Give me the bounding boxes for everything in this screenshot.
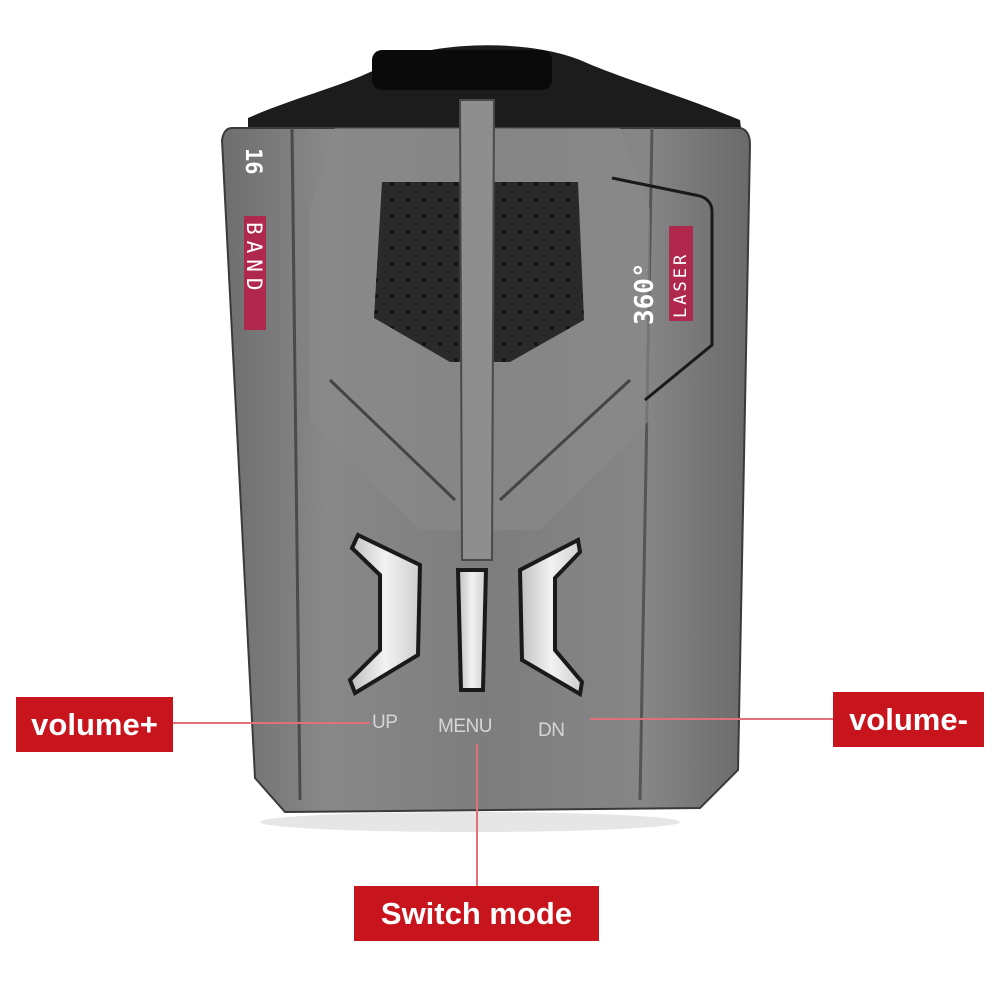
volume-down-callout: volume- [833, 692, 984, 747]
laser-label-background [669, 226, 693, 321]
laser-angle-label: 360° [630, 262, 660, 325]
band-label-background [244, 216, 266, 330]
volume-up-leader-line [172, 722, 370, 724]
dn-button[interactable]: DN [538, 720, 565, 741]
band-label: BAND [242, 222, 266, 297]
laser-label: LASER [671, 251, 691, 318]
dn-button-shape [517, 536, 585, 698]
switch-mode-leader-line [476, 744, 478, 887]
up-button[interactable]: UP [372, 712, 398, 733]
menu-button[interactable]: MENU [438, 716, 492, 737]
up-button-shape [347, 532, 423, 696]
menu-button-shape [455, 568, 489, 692]
switch-mode-callout: Switch mode [354, 886, 599, 941]
volume-down-leader-line [590, 718, 833, 720]
volume-up-callout: volume+ [16, 697, 173, 752]
band-number-label: 16 [240, 148, 265, 175]
